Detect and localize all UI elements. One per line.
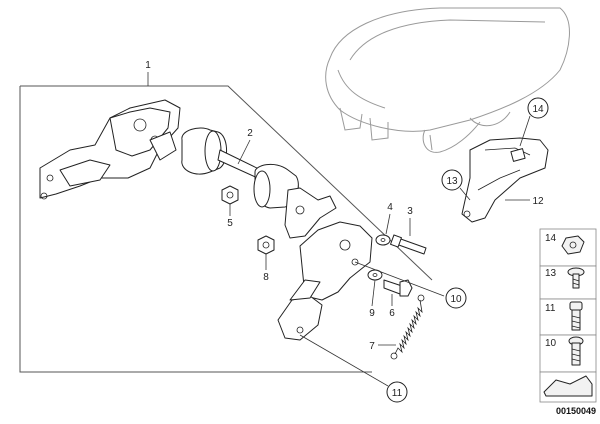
leader-10 [354, 261, 445, 297]
callout-1: 1 [145, 60, 151, 71]
svg-text:13: 13 [446, 176, 458, 187]
callout-10: 10 [445, 287, 467, 309]
bolt-part-6 [383, 279, 413, 306]
diagram-id: 00150049 [556, 406, 596, 416]
cover-part-12 [461, 137, 549, 223]
svg-text:10: 10 [450, 294, 462, 305]
assembly-frame [19, 72, 433, 373]
bolt-icon [568, 336, 584, 366]
callout-5: 5 [227, 218, 233, 229]
leader-11 [299, 334, 389, 387]
right-bracket [277, 221, 373, 341]
spring-part-7 [378, 294, 425, 360]
callout-6: 6 [389, 308, 395, 319]
callout-9: 9 [369, 308, 375, 319]
legend-item-10: 10 [545, 336, 584, 366]
clip-nut-icon [561, 235, 585, 255]
arrow-shape-icon [543, 375, 593, 397]
svg-text:14: 14 [532, 104, 544, 115]
callout-3: 3 [407, 206, 413, 217]
legend-item-14: 14 [545, 233, 585, 255]
svg-text:11: 11 [545, 303, 556, 314]
callout-2: 2 [247, 128, 253, 139]
callout-12: 12 [532, 196, 544, 207]
callout-11: 11 [386, 381, 408, 403]
nut-part-8 [257, 235, 275, 270]
left-bracket [39, 99, 181, 200]
screw-part-3 [390, 218, 427, 255]
washer-part-4 [375, 213, 391, 246]
callout-7: 7 [369, 341, 375, 352]
washer-part-9 [367, 269, 383, 307]
screw-icon [567, 267, 585, 289]
callout-14: 14 [527, 97, 549, 119]
callout-13: 13 [441, 169, 463, 191]
parts-legend: 14 13 11 10 [539, 228, 597, 403]
svg-text:13: 13 [545, 268, 557, 279]
leader-2 [237, 139, 251, 165]
callout-8: 8 [263, 272, 269, 283]
leader-14 [519, 115, 531, 147]
callout-4: 4 [387, 202, 393, 213]
shaft-assembly [181, 127, 337, 239]
svg-text:11: 11 [392, 388, 403, 399]
nut-part-5 [221, 185, 239, 216]
leader-13 [459, 187, 471, 201]
svg-text:14: 14 [545, 233, 557, 244]
legend-item-13: 13 [545, 267, 585, 289]
legend-item-11: 11 [545, 301, 583, 331]
seat-outline [325, 7, 570, 153]
svg-text:10: 10 [545, 338, 557, 349]
bolt-icon [569, 301, 583, 331]
